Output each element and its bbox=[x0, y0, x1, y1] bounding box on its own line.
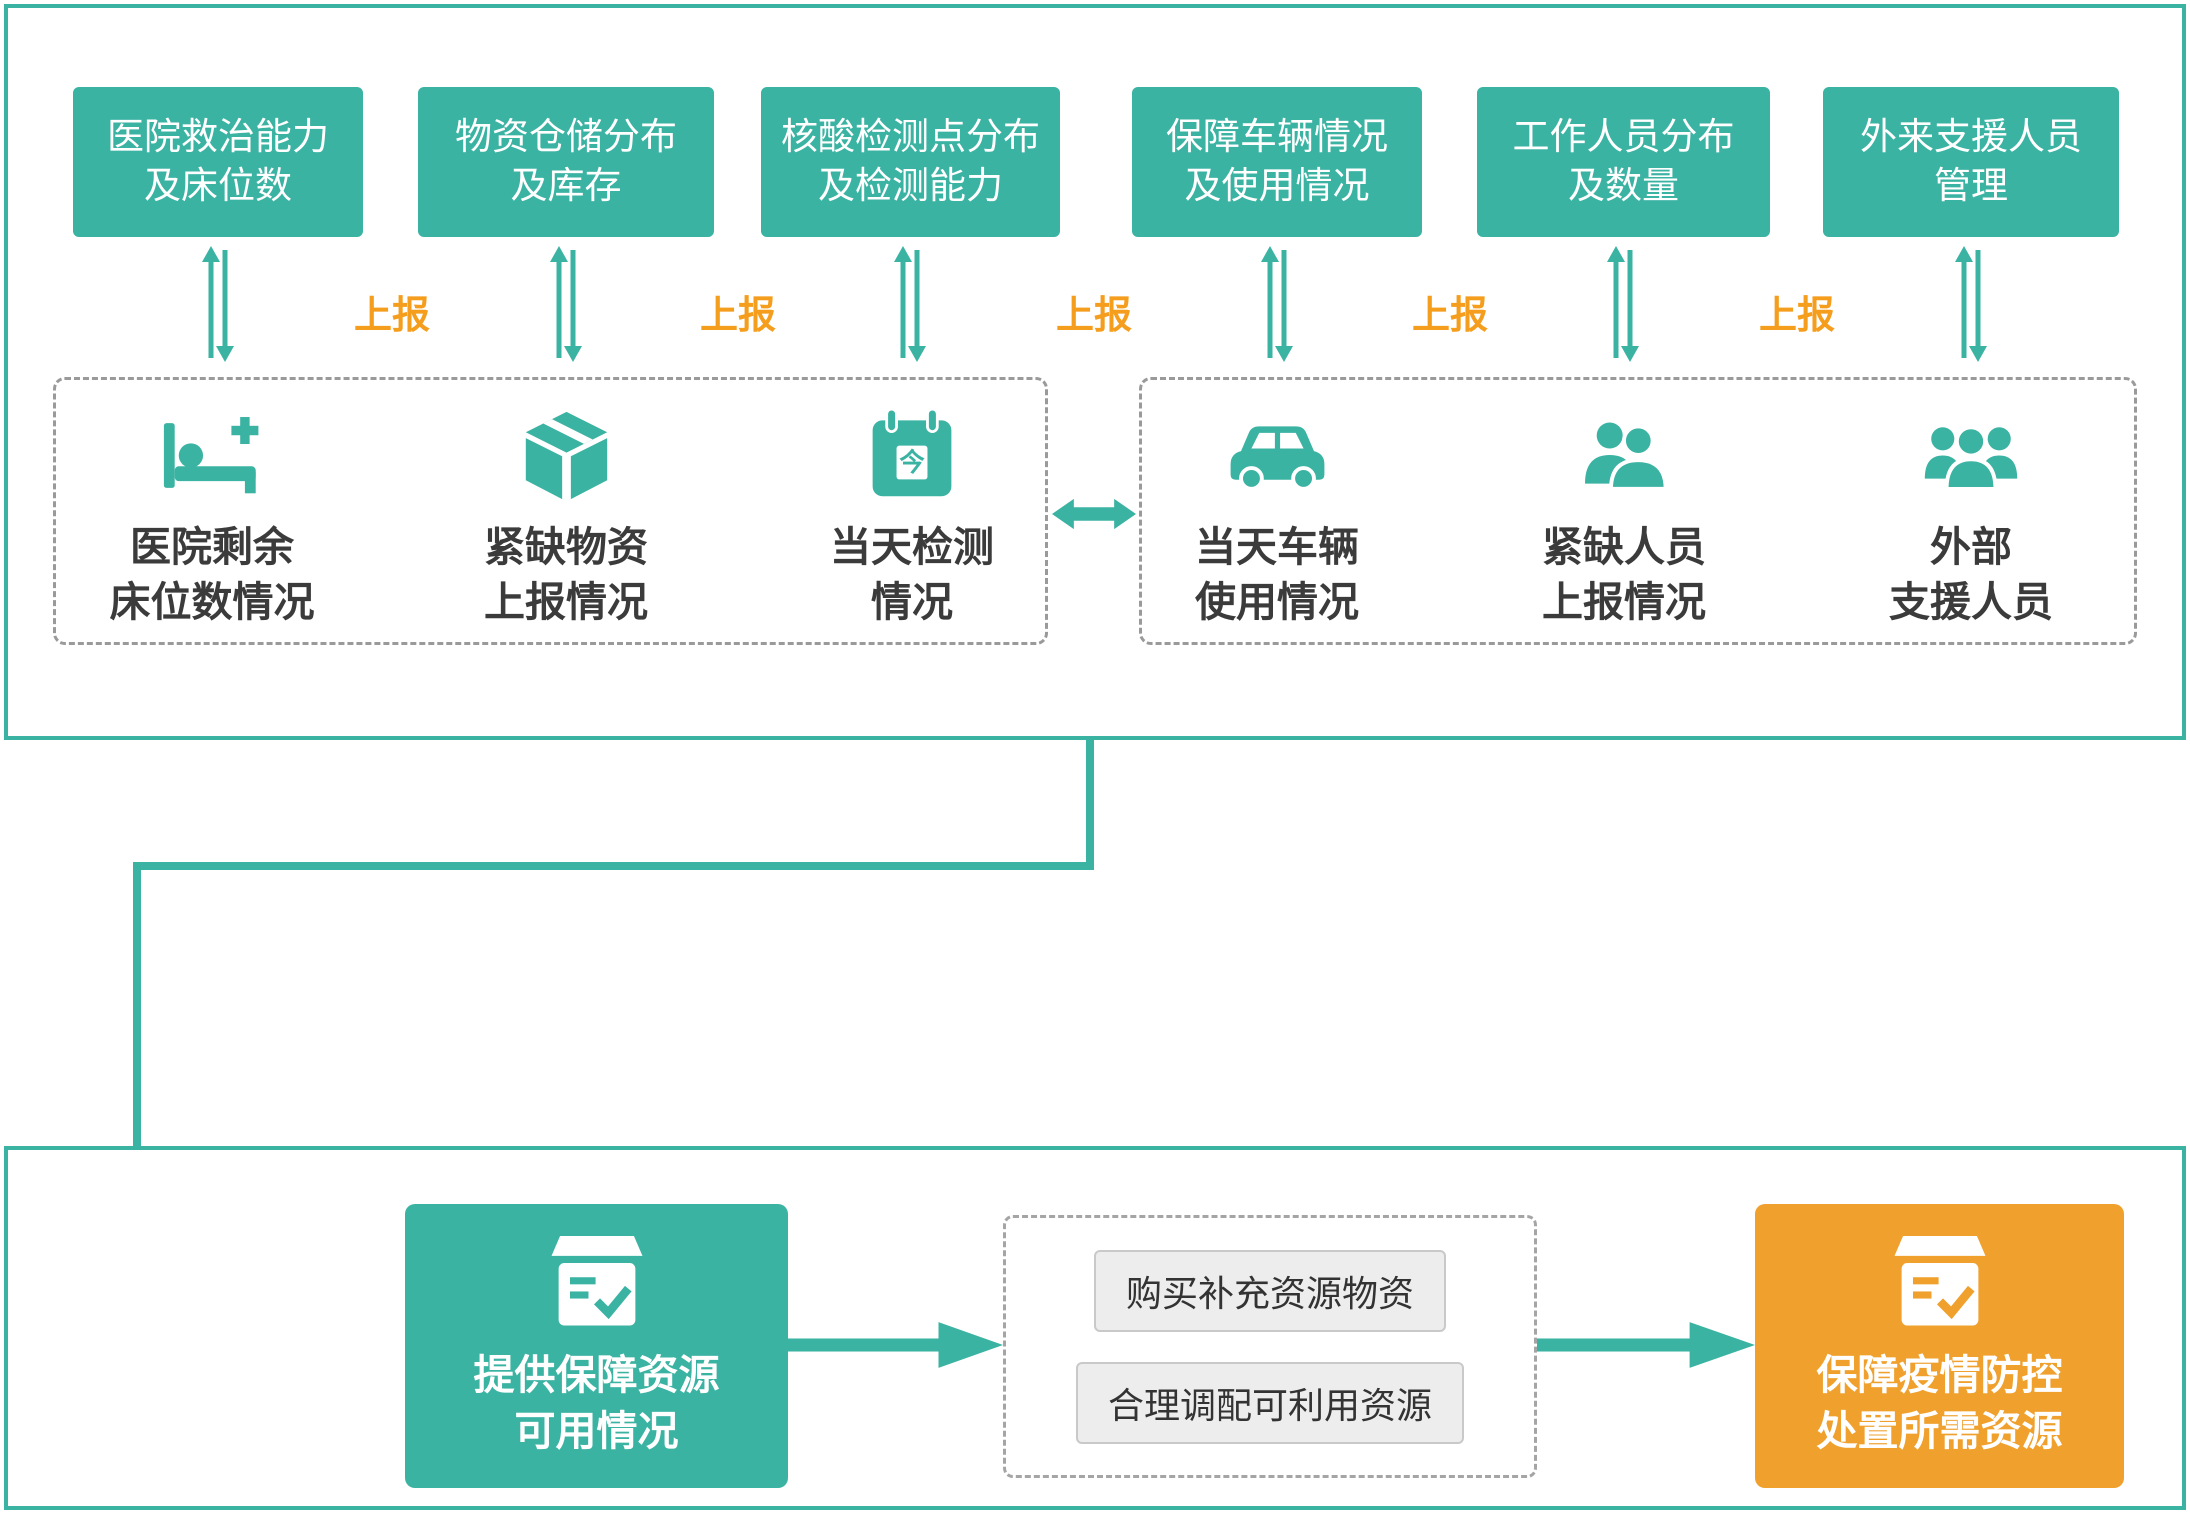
source-box-label: 及使用情况 bbox=[1184, 165, 1370, 206]
source-box-label: 管理 bbox=[1934, 165, 2008, 206]
calendar-today-icon: 今 bbox=[867, 396, 957, 514]
label-line: 紧缺物资 bbox=[484, 524, 648, 570]
provide-resources-box: 提供保障资源 可用情况 bbox=[405, 1204, 788, 1488]
status-item-label: 当天检测 情况 bbox=[830, 520, 994, 631]
report-label: 上报 bbox=[1411, 295, 1489, 337]
vehicle-icon bbox=[1228, 396, 1327, 514]
source-box-warehouse-inventory: 物资仓储分布 及库存 bbox=[418, 87, 714, 237]
status-item-label: 外部 支援人员 bbox=[1889, 520, 2053, 631]
updown-arrows-icon bbox=[1603, 246, 1643, 362]
source-box-label: 物资仓储分布 bbox=[455, 116, 677, 158]
label-line: 紧缺人员 bbox=[1542, 524, 1706, 570]
source-box-testing-sites: 核酸检测点分布 及检测能力 bbox=[761, 87, 1060, 237]
status-item-label: 紧缺人员 上报情况 bbox=[1542, 520, 1706, 631]
result-box-label: 处置所需资源 bbox=[1816, 1407, 2063, 1454]
label-line: 床位数情况 bbox=[109, 579, 315, 626]
source-box-vehicles: 保障车辆情况 及使用情况 bbox=[1132, 87, 1422, 237]
result-box-label: 保障疫情防控 bbox=[1816, 1352, 2063, 1399]
package-check-icon bbox=[543, 1233, 651, 1330]
provide-box-label: 可用情况 bbox=[514, 1407, 679, 1454]
allocation-options-group: 购买补充资源物资 合理调配可利用资源 bbox=[1003, 1215, 1537, 1478]
source-box-label: 及库存 bbox=[510, 165, 622, 206]
personnel-pair-icon bbox=[1577, 396, 1671, 514]
flow-arrow-icon bbox=[788, 1320, 1003, 1370]
status-item-label: 紧缺物资 上报情况 bbox=[484, 520, 648, 631]
status-item-today-testing: 今 当天检测 情况 bbox=[747, 396, 1077, 631]
source-box-label: 医院救治能力 bbox=[107, 116, 329, 158]
provide-box-label: 提供保障资源 bbox=[473, 1352, 720, 1399]
connector-line bbox=[133, 862, 1094, 870]
hospital-bed-icon bbox=[161, 396, 264, 514]
flow-arrow-icon bbox=[1537, 1320, 1755, 1370]
source-box-label: 及数量 bbox=[1568, 165, 1679, 206]
connector-line bbox=[133, 862, 141, 1352]
report-label: 上报 bbox=[699, 295, 777, 337]
support-group-icon bbox=[1922, 396, 2020, 514]
package-check-icon bbox=[1886, 1233, 1994, 1330]
status-item-vehicle-usage: 当天车辆 使用情况 bbox=[1112, 396, 1442, 631]
supply-box-icon bbox=[520, 396, 613, 514]
label-line: 使用情况 bbox=[1195, 579, 1359, 626]
label-line: 上报情况 bbox=[484, 579, 648, 626]
status-item-label: 医院剩余 床位数情况 bbox=[110, 520, 315, 631]
updown-arrows-icon bbox=[890, 246, 930, 362]
exchange-arrow-icon bbox=[1052, 492, 1136, 536]
result-box: 保障疫情防控 处置所需资源 bbox=[1755, 1204, 2124, 1488]
label-line: 外部 bbox=[1930, 524, 2012, 570]
logistics-status-group bbox=[1139, 377, 2137, 645]
source-box-label: 外来支援人员 bbox=[1860, 116, 2082, 158]
status-item-scarce-personnel: 紧缺人员 上报情况 bbox=[1459, 396, 1789, 631]
calendar-glyph: 今 bbox=[899, 447, 925, 476]
label-line: 支援人员 bbox=[1889, 579, 2053, 626]
label-line: 当天车辆 bbox=[1195, 524, 1359, 570]
status-item-remaining-beds: 医院剩余 床位数情况 bbox=[47, 396, 377, 631]
source-box-hospital-capacity: 医院救治能力 及床位数 bbox=[73, 87, 363, 237]
label-line: 情况 bbox=[871, 579, 953, 626]
report-label: 上报 bbox=[1055, 295, 1133, 337]
updown-arrows-icon bbox=[1951, 246, 1991, 362]
label-line: 当天检测 bbox=[830, 524, 994, 570]
label-line: 上报情况 bbox=[1542, 579, 1706, 626]
source-box-label: 核酸检测点分布 bbox=[781, 116, 1040, 158]
report-label: 上报 bbox=[353, 295, 431, 337]
source-box-label: 工作人员分布 bbox=[1512, 116, 1735, 158]
status-item-scarce-supplies: 紧缺物资 上报情况 bbox=[401, 396, 731, 631]
updown-arrows-icon bbox=[1257, 246, 1297, 362]
source-box-label: 及检测能力 bbox=[818, 165, 1003, 206]
status-item-external-personnel: 外部 支援人员 bbox=[1806, 396, 2136, 631]
updown-arrows-icon bbox=[546, 246, 586, 362]
source-box-label: 保障车辆情况 bbox=[1166, 116, 1388, 158]
source-box-staff: 工作人员分布 及数量 bbox=[1477, 87, 1770, 237]
report-label: 上报 bbox=[1758, 295, 1836, 337]
source-box-label: 及床位数 bbox=[144, 165, 292, 206]
status-item-label: 当天车辆 使用情况 bbox=[1195, 520, 1359, 631]
option-box: 合理调配可利用资源 bbox=[1075, 1361, 1464, 1444]
option-box: 购买补充资源物资 bbox=[1093, 1249, 1446, 1332]
updown-arrows-icon bbox=[198, 246, 238, 362]
source-box-external-support: 外来支援人员 管理 bbox=[1823, 87, 2119, 237]
connector-line bbox=[1086, 740, 1094, 870]
label-line: 医院剩余 bbox=[130, 524, 294, 570]
